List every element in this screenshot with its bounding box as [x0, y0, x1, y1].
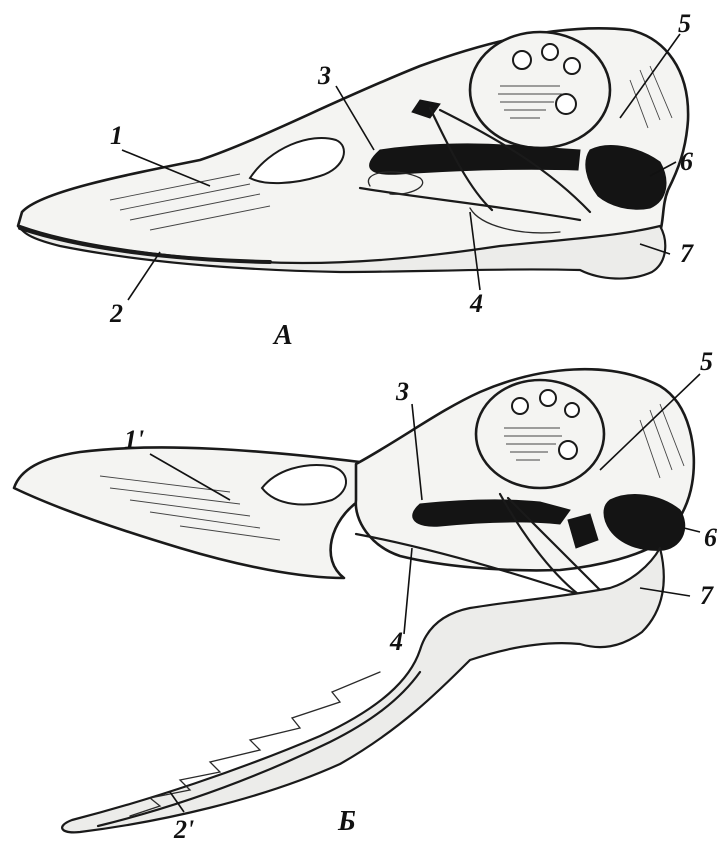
label-b-2: 2' [173, 815, 194, 844]
label-b-1: 1' [124, 425, 144, 454]
skull-a-orbit-hole-2 [542, 44, 558, 60]
skull-a-orbit-hole-4 [556, 94, 576, 114]
leader-b-4 [404, 548, 412, 634]
label-a-2: 2 [109, 299, 123, 328]
label-a-1: 1 [110, 121, 123, 150]
skull-b-orbit-hole-4 [559, 441, 577, 459]
skull-a-orbit-hole-3 [564, 58, 580, 74]
label-b-7: 7 [700, 581, 714, 610]
skull-b-orbit-hole-3 [565, 403, 579, 417]
label-b-5: 5 [700, 347, 713, 376]
skull-b-drawing [14, 369, 694, 832]
leader-b-6 [684, 528, 700, 532]
label-b-3: 3 [395, 377, 409, 406]
label-b-6: 6 [704, 523, 717, 552]
skull-a-orbit [470, 32, 610, 148]
label-a-4: 4 [469, 289, 483, 318]
caption-b: Б [337, 806, 356, 837]
label-a-7: 7 [680, 239, 694, 268]
caption-a: A [272, 320, 293, 351]
label-a-3: 3 [317, 61, 331, 90]
skull-a-orbit-hole-1 [513, 51, 531, 69]
skull-a-jugal-bar-dark [370, 144, 580, 174]
label-b-4: 4 [389, 627, 403, 656]
label-a-5: 5 [678, 9, 691, 38]
label-a-6: 6 [680, 147, 693, 176]
skull-a-drawing [18, 28, 688, 278]
skull-b-jugal-dark [413, 500, 570, 526]
skull-b-orbit-hole-1 [512, 398, 528, 414]
skull-b-orbit-hole-2 [540, 390, 556, 406]
